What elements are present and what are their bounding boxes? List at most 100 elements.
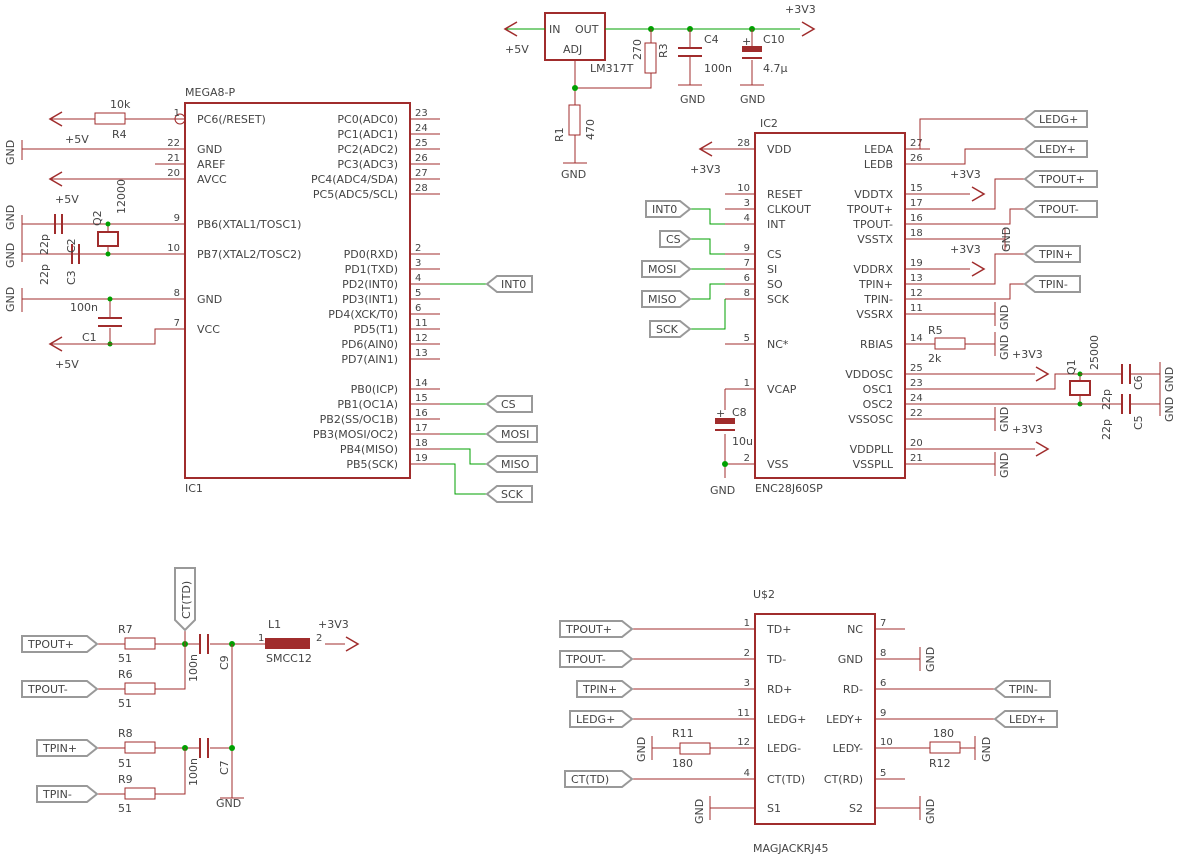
gnd-vsstx: GND — [1000, 227, 1013, 252]
gnd-vssosc: GND — [998, 407, 1011, 432]
net-5v-d: +5V — [505, 43, 529, 56]
pin-name: RD- — [843, 683, 863, 696]
pin-name: PC6(/RESET) — [197, 113, 266, 126]
pin-name: VDDTX — [854, 188, 893, 201]
label-ledy-top: LEDY+ — [1039, 143, 1076, 156]
r4-value: 10k — [110, 98, 131, 111]
u2-name: U$2 — [753, 588, 775, 601]
pin-name: PC1(ADC1) — [337, 128, 398, 141]
c7-ref: C7 — [218, 760, 231, 775]
net-5v-b: +5V — [55, 193, 79, 206]
pin-name: PD6(AIN0) — [341, 338, 398, 351]
gnd-r1: GND — [561, 168, 586, 181]
label-tpoutp-filter-flag — [21, 635, 99, 653]
pin-number: 17 — [910, 198, 923, 209]
gnd-c10: GND — [740, 93, 765, 106]
net-3v3-osc: +3V3 — [1012, 348, 1043, 361]
r3-ref: R3 — [657, 43, 670, 58]
label-ct-td-vertical-text: CT(TD) — [180, 581, 193, 619]
pin-name: PD4(XCK/T0) — [328, 308, 398, 321]
label-mosi-b: MOSI — [648, 263, 676, 276]
pin-name: PC4(ADC4/SDA) — [311, 173, 398, 186]
pin-name: S2 — [849, 802, 863, 815]
r5-ref: R5 — [928, 324, 943, 337]
gnd-pin8: GND — [924, 647, 937, 672]
lm317-regulator[interactable]: IN OUT ADJ LM317T — [544, 12, 634, 75]
pin-name: GND — [197, 143, 222, 156]
pin-number: 3 — [415, 258, 421, 269]
gnd-c4: GND — [680, 93, 705, 106]
label-tpoutp-filter: TPOUT+ — [27, 638, 74, 651]
pin-number: 1 — [174, 108, 180, 119]
c9-ref: C9 — [218, 655, 231, 670]
label-tpoutm-jack: TPOUT- — [565, 653, 606, 666]
ic2-name: IC2 — [760, 117, 778, 130]
pin-number: 6 — [744, 273, 750, 284]
gnd-s1: GND — [693, 799, 706, 824]
pin-number: 19 — [415, 453, 428, 464]
pin-number: 25 — [415, 138, 428, 149]
pin-number: 12 — [910, 288, 923, 299]
pin-number: 7 — [174, 318, 180, 329]
pin-name: VCC — [197, 323, 220, 336]
label-tpoutp-top: TPOUT+ — [1038, 173, 1085, 186]
label-tpoutp-top-flag — [1023, 170, 1098, 188]
c7-value: 100n — [187, 758, 200, 786]
pin-number: 23 — [910, 378, 923, 389]
q1-value: 25000 — [1088, 335, 1101, 370]
net-3v3-pll: +3V3 — [1012, 423, 1043, 436]
pin-name: TPIN- — [863, 293, 893, 306]
ic1-right-wiring — [440, 283, 487, 495]
pin-name: PB3(MOSI/OC2) — [313, 428, 398, 441]
label-ct-td-vertical — [174, 567, 196, 632]
pin-number: 4 — [744, 768, 750, 779]
label-tpinm-jack-flag — [993, 680, 1051, 698]
r12-value: 180 — [933, 727, 954, 740]
label-miso-b: MISO — [648, 293, 677, 306]
pin-name: CLKOUT — [767, 203, 811, 216]
pin-number: 5 — [415, 288, 421, 299]
r11-ref: R11 — [672, 727, 694, 740]
pin-number: 10 — [737, 183, 750, 194]
pin-number: 22 — [167, 138, 180, 149]
pin-name: PD7(AIN1) — [341, 353, 398, 366]
r1-ref: R1 — [553, 127, 566, 142]
regulator-wiring: +5V +3V3 270 R3 R1 470 GND C4 100n GND +… — [504, 3, 816, 181]
label-tpinm-filter-flag — [36, 785, 99, 803]
c3-value: 22p — [38, 264, 51, 285]
pin-name: LEDB — [864, 158, 893, 171]
pin-name: NC* — [767, 338, 789, 351]
pin-number: 11 — [737, 708, 750, 719]
label-cs-flag — [485, 395, 533, 413]
u2-wiring: R11 180 GND GND GND 180 R12 GND GND — [632, 628, 995, 824]
gnd-c8: GND — [710, 484, 735, 497]
net-3v3-vddtx: +3V3 — [950, 168, 981, 181]
label-tpinm-filter: TPIN- — [42, 788, 72, 801]
pin-number: 9 — [880, 708, 886, 719]
pin-name: PC3(ADC3) — [337, 158, 398, 171]
pin-number: 3 — [744, 678, 750, 689]
pin-name: S1 — [767, 802, 781, 815]
pin-name: VSSOSC — [848, 413, 893, 426]
pin-name: PC5(ADC5/SCL) — [313, 188, 398, 201]
ic1-left-wiring: +5V 10k R4 GND +5V GND GND 22p C2 22p C3… — [4, 98, 185, 371]
r9-value: 51 — [118, 802, 132, 815]
pin-name: INT — [767, 218, 785, 231]
label-tpinp-top: TPIN+ — [1038, 248, 1073, 261]
q2-crystal — [97, 231, 119, 247]
r1-resistor — [568, 104, 581, 136]
label-ledg-jack-flag — [569, 710, 634, 728]
pin-number: 28 — [737, 138, 750, 149]
ic2-enc28j60[interactable]: IC2 ENC28J60SP — [754, 117, 906, 495]
pin-name: VDDRX — [853, 263, 893, 276]
gnd-r11: GND — [635, 737, 648, 762]
q2-ref: Q2 — [91, 210, 104, 226]
gnd-c7: GND — [216, 797, 241, 810]
r3-value: 270 — [631, 39, 644, 60]
label-tpinp-filter-flag — [36, 739, 99, 757]
pin-name: NC — [847, 623, 863, 636]
label-mosi: MOSI — [501, 428, 529, 441]
label-int0-b-flag — [645, 200, 692, 218]
label-tpinm-jack: TPIN- — [1008, 683, 1038, 696]
